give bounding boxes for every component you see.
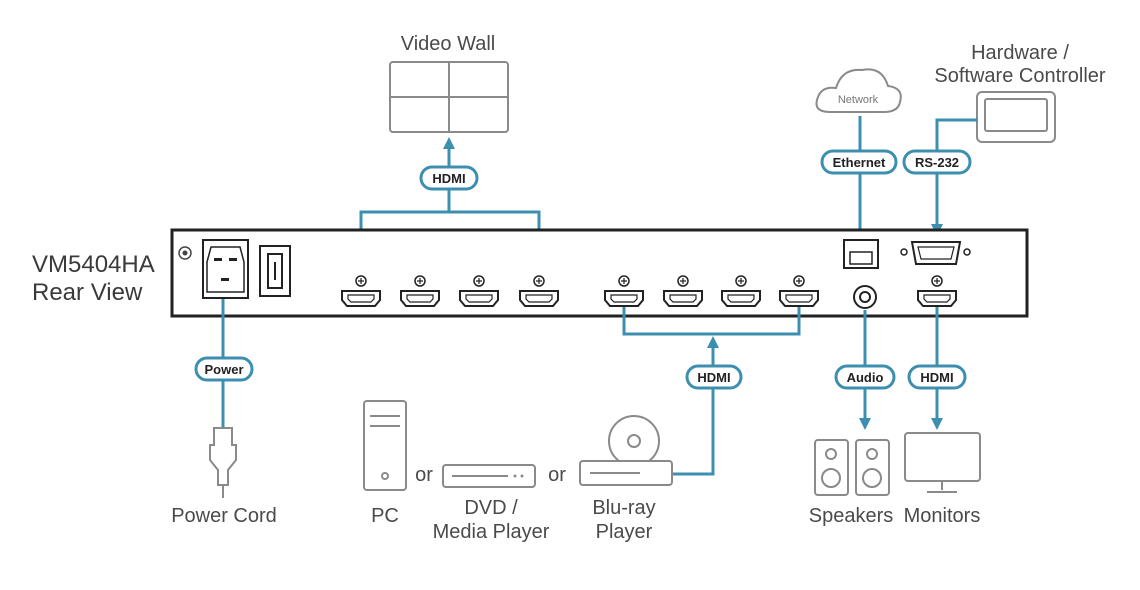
dvd-label-line1: DVD / <box>464 497 518 519</box>
power-inlet <box>202 239 249 299</box>
ethernet-port <box>843 239 879 269</box>
controller-label-line1: Hardware / <box>971 42 1069 64</box>
svg-text:Ethernet: Ethernet <box>833 155 886 170</box>
svg-text:RS-232: RS-232 <box>915 155 959 170</box>
power-plug-icon <box>209 427 237 498</box>
ground-screw-icon <box>178 246 192 260</box>
pc-icon <box>363 400 407 491</box>
svg-text:HDMI: HDMI <box>697 370 730 385</box>
svg-text:HDMI: HDMI <box>920 370 953 385</box>
hdmi-port <box>341 275 381 307</box>
monitor-hdmi-tag: HDMI <box>907 364 967 390</box>
rs232-port <box>900 241 971 265</box>
hdmi-port <box>779 275 819 307</box>
model-label: VM5404HA <box>32 251 155 278</box>
device-chassis <box>170 228 1029 318</box>
svg-text:Audio: Audio <box>847 370 884 385</box>
power-tag: Power <box>194 356 254 382</box>
monitors-label: Monitors <box>904 505 981 527</box>
view-label: Rear View <box>32 279 143 306</box>
bluray-player-icon <box>579 415 673 486</box>
video-wall-hdmi-tag: HDMI <box>419 165 479 191</box>
bluray-label-line2: Player <box>596 521 653 543</box>
or-label-2: or <box>548 464 566 486</box>
speakers-label: Speakers <box>809 505 894 527</box>
video-wall-label: Video Wall <box>401 33 496 55</box>
or-label-1: or <box>415 464 433 486</box>
hdmi-ports <box>341 275 957 307</box>
power-switch <box>259 245 291 297</box>
controller-label-line2: Software Controller <box>934 65 1106 87</box>
network-cloud-icon <box>815 68 902 113</box>
controller-icon <box>976 91 1056 143</box>
ethernet-tag: Ethernet <box>820 149 898 175</box>
video-wall-icon <box>389 61 509 133</box>
audio-jack <box>853 285 877 309</box>
speakers-icon <box>814 439 890 496</box>
hdmi-port <box>721 275 761 307</box>
input-hdmi-tag: HDMI <box>685 364 743 390</box>
rs232-wire <box>931 118 977 236</box>
pc-label: PC <box>371 505 399 527</box>
hdmi-port <box>663 275 703 307</box>
hdmi-port <box>400 275 440 307</box>
audio-tag: Audio <box>834 364 896 390</box>
svg-text:HDMI: HDMI <box>432 171 465 186</box>
power-cord-label: Power Cord <box>171 505 277 527</box>
hdmi-port <box>917 275 957 307</box>
rs232-tag: RS-232 <box>902 149 972 175</box>
dvd-player-icon <box>442 464 536 488</box>
bluray-label-line1: Blu-ray <box>592 497 655 519</box>
svg-text:Power: Power <box>204 362 243 377</box>
hdmi-port <box>519 275 559 307</box>
dvd-label-line2: Media Player <box>433 521 550 543</box>
hdmi-port <box>459 275 499 307</box>
network-label: Network <box>838 94 879 106</box>
hdmi-port <box>604 275 644 307</box>
monitor-icon <box>904 432 981 493</box>
